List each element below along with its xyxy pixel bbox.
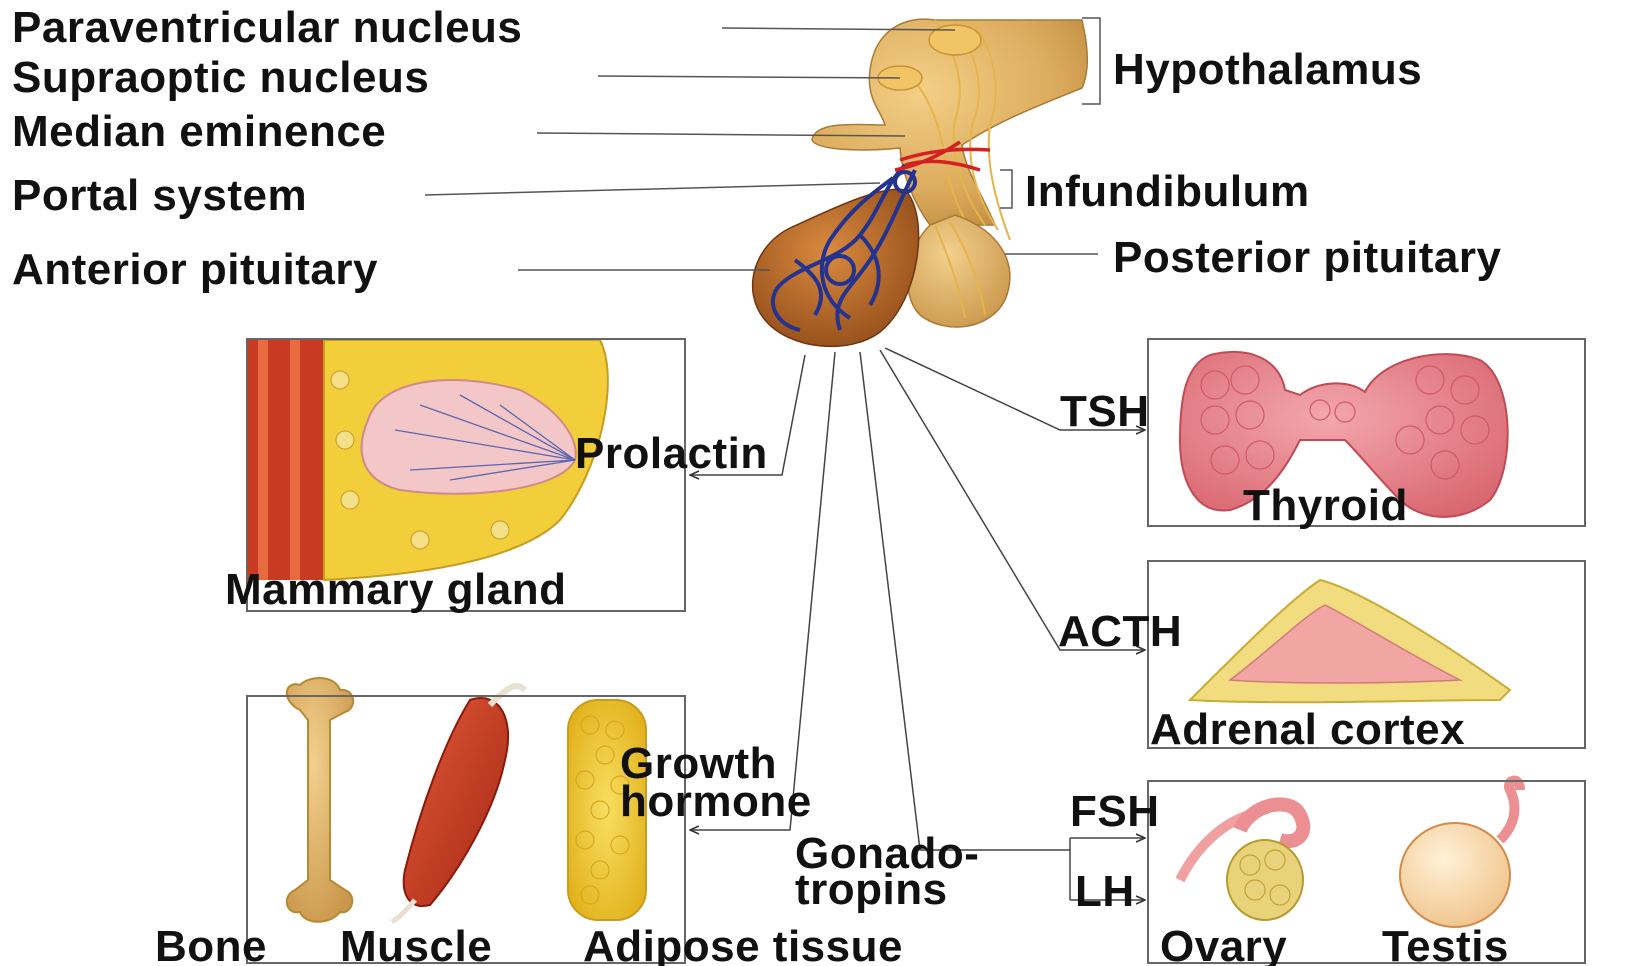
testis-label: Testis <box>1382 925 1509 966</box>
anterior-pituitary-label: Anterior pituitary <box>12 248 378 292</box>
growth-hormone-label-line2: hormone <box>620 780 812 824</box>
fsh-label: FSH <box>1070 790 1160 834</box>
thyroid-label: Thyroid <box>1243 484 1408 528</box>
adipose-tissue-label: Adipose tissue <box>583 925 903 966</box>
infundibulum-label: Infundibulum <box>1025 170 1310 214</box>
acth-label: ACTH <box>1058 610 1182 654</box>
median-eminence-label: Median eminence <box>12 110 386 154</box>
portal-system-label: Portal system <box>12 174 307 218</box>
posterior-pituitary-label: Posterior pituitary <box>1113 236 1501 280</box>
adrenal-cortex-label: Adrenal cortex <box>1150 708 1465 752</box>
gonadotropins-label-line2: tropins <box>795 868 948 912</box>
mammary-gland-label: Mammary gland <box>225 568 566 612</box>
hypothalamus-label: Hypothalamus <box>1113 48 1422 92</box>
posterior-pituitary-shape <box>908 215 1010 327</box>
ovary-label: Ovary <box>1160 925 1287 966</box>
supraoptic-nucleus-label: Supraoptic nucleus <box>12 56 429 100</box>
paraventricular-nucleus-label: Paraventricular nucleus <box>12 6 522 50</box>
bone-label: Bone <box>155 925 267 966</box>
lh-label: LH <box>1075 870 1135 914</box>
prolactin-label: Prolactin <box>575 432 768 476</box>
tsh-label: TSH <box>1060 390 1150 434</box>
muscle-label: Muscle <box>340 925 492 966</box>
